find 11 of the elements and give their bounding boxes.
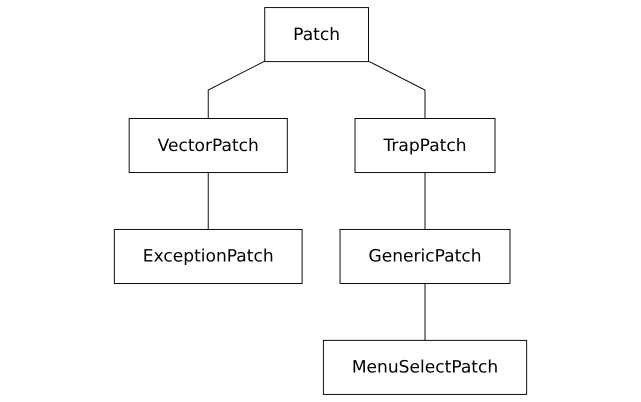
connector (368, 60, 426, 119)
node-box: MenuSelectPatch (322, 340, 528, 395)
node-box: VectorPatch (128, 118, 288, 174)
node-box: GenericPatch (340, 228, 510, 284)
node-box: Patch (264, 7, 369, 62)
connector (208, 172, 209, 230)
node-box: ExceptionPatch (114, 228, 303, 284)
node-box: TrapPatch (354, 118, 496, 174)
connector (424, 172, 426, 230)
connector (424, 283, 426, 341)
connector (208, 60, 266, 119)
